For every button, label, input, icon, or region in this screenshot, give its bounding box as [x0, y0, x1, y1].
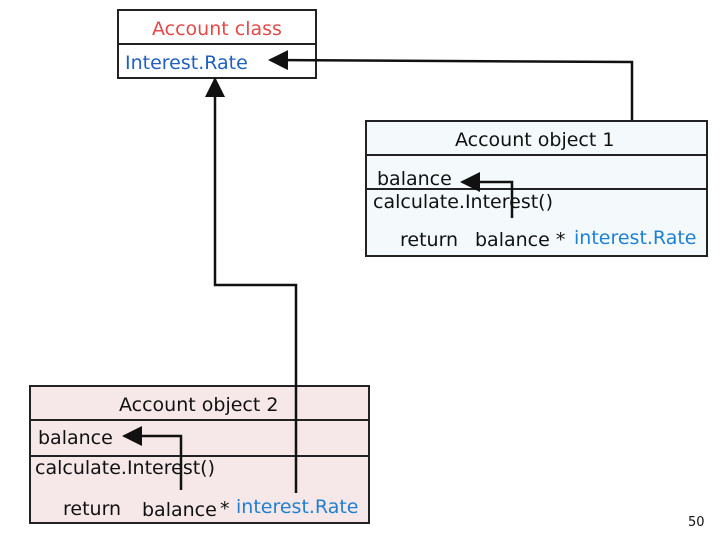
object-1-members: balance calculate.Interest(): [367, 156, 706, 213]
account-class-interest-rate: Interest.Rate: [125, 52, 248, 74]
arrow-object2-method-to-balance: [122, 426, 183, 490]
object-1-code-balance: balance *: [475, 229, 566, 251]
object-2-code-op: *: [220, 498, 230, 520]
object-1-code-interest-rate: interest.Rate: [574, 227, 697, 249]
account-class-header: Account class: [119, 11, 315, 45]
object-1-header: Account object 1: [367, 122, 706, 156]
object-1-calculate-interest: calculate.Interest(): [373, 191, 553, 213]
object-2-code-balance: balance: [142, 499, 217, 521]
object-2-calculate-interest: calculate.Interest(): [35, 457, 215, 479]
slide-number: 50: [688, 515, 705, 530]
object-1-balance: balance: [377, 168, 452, 190]
object-2-header: Account object 2: [31, 387, 368, 421]
object-2-code-interest-rate: interest.Rate: [236, 496, 359, 518]
account-class-fields: Interest.Rate: [119, 45, 315, 79]
object-2-title: Account object 2: [119, 394, 279, 416]
object-2-code-return: return: [63, 498, 122, 520]
arrow-object1-to-interest-rate: [268, 50, 634, 120]
account-class-title: Account class: [152, 18, 282, 40]
object-2-balance: balance: [38, 427, 113, 449]
object-2-members: balance calculate.Interest(): [31, 421, 368, 479]
account-object-1-box: Account object 1 balance calculate.Inter…: [365, 120, 708, 257]
arrow-object2-to-interest-rate: [205, 77, 298, 493]
account-object-2-box: Account object 2 balance calculate.Inter…: [29, 385, 370, 524]
arrow-object1-method-to-balance: [460, 172, 514, 218]
account-class-box: Account class Interest.Rate: [117, 9, 317, 79]
object-1-title: Account object 1: [455, 129, 615, 151]
object-1-code-return: return: [400, 229, 459, 251]
